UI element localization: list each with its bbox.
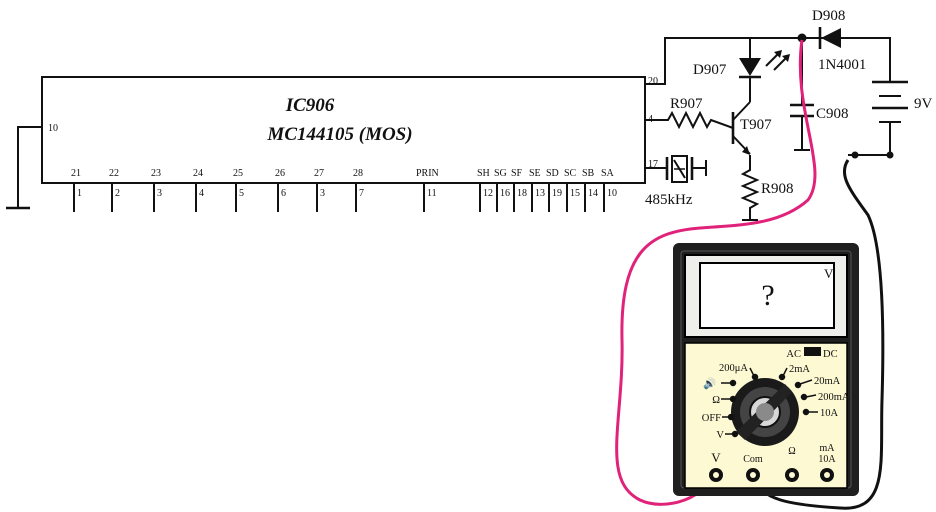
ic-top-pin-label: 21	[71, 168, 81, 179]
ic-pins: 211222233244255266273287PRIN11SH12SG16SF…	[71, 168, 617, 212]
crystal	[645, 155, 707, 183]
dial-200ua[interactable]: 200μA	[719, 363, 748, 374]
jack-com[interactable]	[746, 468, 760, 482]
ic-pin-right-20: 20	[648, 76, 658, 87]
display-unit: V	[824, 266, 834, 281]
dial-10a[interactable]: 10A	[820, 408, 839, 419]
ic-pin-right-17: 17	[648, 159, 658, 170]
dial-ohm[interactable]: Ω	[712, 395, 720, 406]
resistor-r907	[645, 110, 734, 130]
black-probe-wire[interactable]	[750, 159, 885, 510]
ic-bottom-pin-label: 14	[588, 188, 598, 199]
ic-bottom-pin-label: 6	[281, 188, 286, 199]
dc-label: DC	[823, 349, 838, 360]
ic-top-pin-label: 23	[151, 168, 161, 179]
jack-ohm-icon: Ω	[788, 446, 795, 457]
ic-bottom-pin-label: 15	[570, 188, 580, 199]
ic-top-pin-label: SB	[582, 168, 595, 179]
acdc-switch[interactable]	[804, 347, 821, 356]
ground-wire	[17, 126, 42, 208]
resistor-r908	[740, 155, 760, 221]
ic-bottom-pin-label: 16	[500, 188, 510, 199]
t907-label: T907	[740, 117, 772, 133]
ic-bottom-pin-label: 10	[607, 188, 617, 199]
ac-label: AC	[786, 349, 801, 360]
jack-10a-label: 10A	[818, 454, 836, 465]
ic-bottom-pin-label: 13	[535, 188, 545, 199]
ic-top-pin-label: SH	[477, 168, 490, 179]
ic-bottom-pin-label: 18	[517, 188, 527, 199]
jack-v[interactable]	[709, 468, 723, 482]
jack-10a[interactable]	[820, 468, 834, 482]
ic-top-pin-label: SF	[511, 168, 523, 179]
dial-markers	[721, 367, 818, 438]
diode-d908	[818, 27, 841, 49]
r907-label: R907	[670, 96, 703, 112]
ic-top-pin-label: 24	[193, 168, 203, 179]
ic-bottom-pin-label: 3	[320, 188, 325, 199]
ic-bottom-pin-label: 5	[239, 188, 244, 199]
ic-bottom-pin-label: 1	[77, 188, 82, 199]
ic-bottom-pin-label: 3	[157, 188, 162, 199]
led-d907	[739, 38, 790, 102]
battery-label: 9V	[914, 96, 933, 112]
jack-ma-label: mA	[820, 443, 836, 454]
ic-top-pin-label: SC	[564, 168, 577, 179]
ic-bottom-pin-label: 12	[483, 188, 493, 199]
ic-bottom-pin-label: 2	[115, 188, 120, 199]
dial-v[interactable]: V	[716, 430, 724, 441]
ic-bottom-pin-label: 19	[552, 188, 562, 199]
dial-20ma[interactable]: 20mA	[814, 376, 841, 387]
d908-type: 1N4001	[818, 57, 866, 73]
ic-top-pin-label: 27	[314, 168, 324, 179]
jack-v-label: V	[711, 450, 721, 465]
battery-9v	[848, 72, 908, 159]
jack-ohm[interactable]	[785, 468, 799, 482]
r908-label: R908	[761, 181, 794, 197]
jack-com-label: Com	[743, 454, 763, 465]
ic-body	[41, 76, 646, 184]
rotary-knob[interactable]	[731, 378, 799, 446]
ic-name: IC906	[285, 95, 335, 116]
ic-top-pin-label: SA	[601, 168, 615, 179]
ic-top-pin-label: SG	[494, 168, 507, 179]
d907-label: D907	[693, 62, 727, 78]
ic-bottom-pin-label: 11	[427, 188, 437, 199]
ic-left-pin: 10	[48, 123, 58, 134]
red-probe-wire[interactable]	[615, 39, 817, 506]
ic-top-pin-label: PRIN	[416, 168, 439, 179]
ic-top-pin-label: 22	[109, 168, 119, 179]
dial-off[interactable]: OFF	[702, 413, 721, 424]
ic-top-pin-label: 28	[353, 168, 363, 179]
dial-continuity-icon[interactable]: 🔊	[703, 377, 716, 390]
external-circuit: D908 1N4001 9V C908	[645, 8, 933, 221]
top-rail-wire	[645, 37, 891, 85]
ic-top-pin-label: 25	[233, 168, 243, 179]
transistor-t907	[731, 101, 751, 155]
ic-bottom-pin-label: 4	[199, 188, 204, 199]
dial-200ma[interactable]: 200mA	[818, 392, 850, 403]
ic-top-pin-label: SD	[546, 168, 559, 179]
crystal-freq: 485kHz	[645, 192, 693, 208]
ic906: IC906 MC144105 (MOS) 10 2112222332442552…	[6, 76, 658, 212]
ic-part: MC144105 (MOS)	[266, 124, 412, 145]
ic-bottom-pin-label: 7	[359, 188, 364, 199]
ic-top-pin-label: 26	[275, 168, 285, 179]
c908-label: C908	[816, 106, 849, 122]
d908-label: D908	[812, 8, 845, 24]
ic-top-pin-label: SE	[529, 168, 541, 179]
dial-2ma[interactable]: 2mA	[789, 364, 810, 375]
display-value: ?	[761, 279, 774, 312]
multimeter: ? V AC DC 200μA 🔊	[673, 243, 859, 496]
